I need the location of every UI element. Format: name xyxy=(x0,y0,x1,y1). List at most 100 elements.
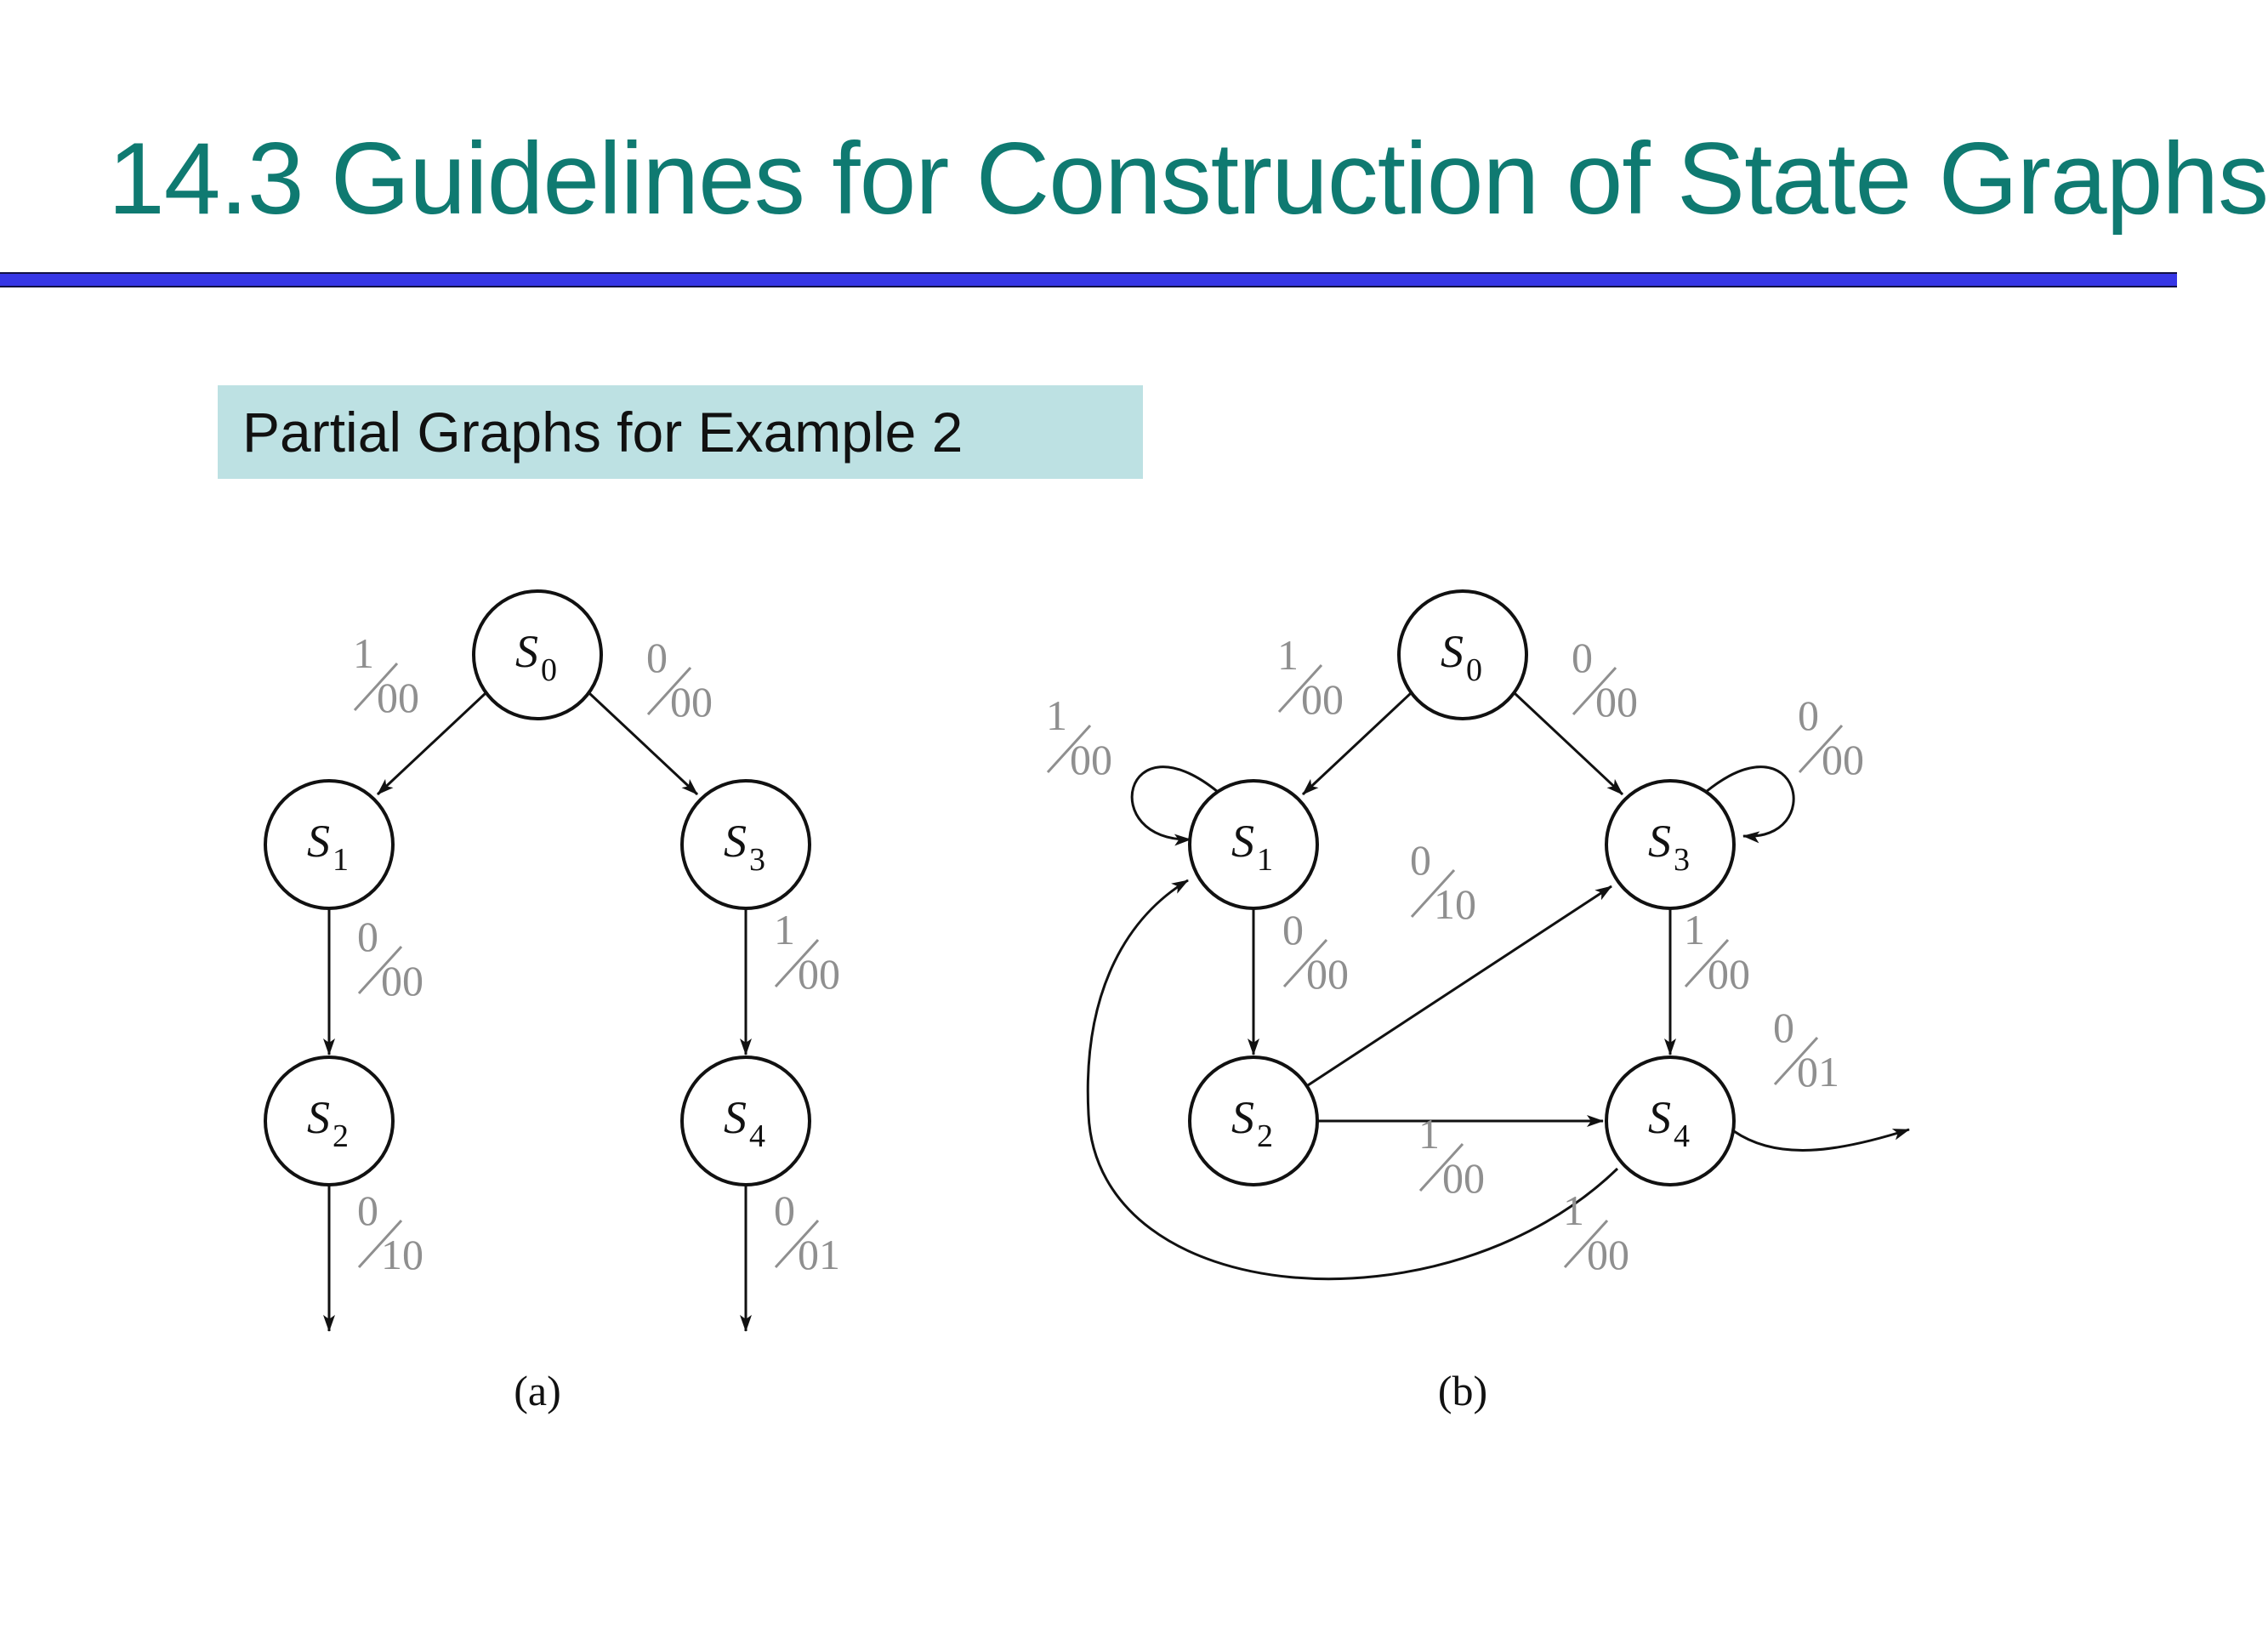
state-circle xyxy=(264,779,395,910)
state-name: S xyxy=(1231,816,1254,867)
input-value: 0 xyxy=(1572,634,1593,681)
state-circle xyxy=(1605,779,1736,910)
io-slash xyxy=(1773,1036,1819,1086)
io-slash xyxy=(774,938,820,988)
state-circle xyxy=(1605,1055,1736,1186)
state-circle xyxy=(472,589,603,720)
transition-arrow-s3-to-s3 xyxy=(1705,765,1795,844)
transition-label-s1-to-s1: 100 xyxy=(1046,691,1112,783)
state-subscript: 2 xyxy=(1257,1118,1273,1154)
output-value: 00 xyxy=(1306,950,1349,998)
io-slash xyxy=(1563,1219,1609,1269)
input-value: 0 xyxy=(774,1186,795,1234)
transition-label-s4-to-s1: 100 xyxy=(1563,1186,1629,1278)
transition-arrow-s4-to-s1 xyxy=(1086,879,1619,1281)
output-value: 00 xyxy=(1708,950,1750,998)
transition-label-s1-to-s2: 000 xyxy=(1282,906,1349,998)
figure-caption: (b) xyxy=(1438,1367,1487,1414)
io-slash xyxy=(1282,938,1328,988)
state-name: S xyxy=(307,816,330,867)
output-value: 00 xyxy=(1822,736,1864,783)
transition-arrow-s2-to-s3 xyxy=(1307,885,1612,1087)
input-value: 0 xyxy=(357,1186,378,1234)
output-value: 00 xyxy=(670,678,713,725)
output-value: 00 xyxy=(377,674,419,721)
io-slash xyxy=(774,1219,820,1269)
transition-label-s3-to-s4: 100 xyxy=(1684,906,1750,998)
output-value: 00 xyxy=(798,950,840,998)
input-value: 0 xyxy=(1798,691,1819,739)
transition-label-s0-to-s1: 100 xyxy=(353,629,419,721)
io-slash xyxy=(646,666,692,716)
output-value: 00 xyxy=(1070,736,1112,783)
state-subscript: 1 xyxy=(333,842,349,878)
transition-label-s3-to-s4: 100 xyxy=(774,906,840,998)
transition-label-s2-out: 010 xyxy=(357,1186,423,1278)
transition-arrow-s4-out xyxy=(1733,1128,1910,1152)
input-value: 0 xyxy=(357,913,378,960)
transition-arrow-s0-to-s1 xyxy=(1301,691,1413,796)
transition-label-s4-out: 001 xyxy=(774,1186,840,1278)
state-circle xyxy=(680,779,811,910)
state-subscript: 3 xyxy=(749,842,765,878)
state-name: S xyxy=(724,1092,747,1143)
transition-label-s0-to-s3: 000 xyxy=(1572,634,1638,725)
transition-arrow-s0-to-s1 xyxy=(376,691,487,796)
io-slash xyxy=(1684,938,1730,988)
io-slash xyxy=(357,945,403,995)
io-slash xyxy=(1410,868,1456,919)
transition-arrow-s1-to-s1 xyxy=(1130,765,1219,846)
output-value: 00 xyxy=(1587,1231,1629,1278)
transition-arrow-s0-to-s3 xyxy=(1513,691,1624,796)
state-circle xyxy=(1188,1055,1319,1186)
io-slash xyxy=(353,662,399,712)
transition-arrow-s0-to-s3 xyxy=(588,691,699,796)
output-value: 00 xyxy=(1442,1154,1485,1202)
output-value: 10 xyxy=(381,1231,423,1278)
state-subscript: 3 xyxy=(1674,842,1690,878)
input-value: 0 xyxy=(1282,906,1304,953)
input-value: 1 xyxy=(1046,691,1067,739)
transition-label-s0-to-s1: 100 xyxy=(1277,631,1344,723)
state-subscript: 0 xyxy=(1466,652,1482,688)
input-value: 0 xyxy=(646,634,668,681)
transition-label-s2-to-s3: 010 xyxy=(1410,836,1476,928)
io-slash xyxy=(1046,724,1092,774)
state-name: S xyxy=(307,1092,330,1143)
io-slash xyxy=(1277,663,1323,714)
state-name: S xyxy=(724,816,747,867)
state-subscript: 4 xyxy=(1674,1118,1690,1154)
state-circle xyxy=(1188,779,1319,910)
output-value: 10 xyxy=(1434,880,1476,928)
state-subscript: 0 xyxy=(541,652,557,688)
state-subscript: 1 xyxy=(1257,842,1273,878)
state-subscript: 4 xyxy=(749,1118,765,1154)
slide: 14.3 Guidelines for Construction of Stat… xyxy=(0,123,2268,1414)
input-value: 1 xyxy=(353,629,374,677)
output-value: 01 xyxy=(798,1231,840,1278)
output-value: 00 xyxy=(1301,675,1344,723)
transition-label-s1-to-s2: 000 xyxy=(357,913,423,1004)
figure-caption: (a) xyxy=(514,1367,561,1414)
input-value: 1 xyxy=(1684,906,1705,953)
state-circle xyxy=(680,1055,811,1186)
state-subscript: 2 xyxy=(333,1118,349,1154)
subtitle-banner: Partial Graphs for Example 2 xyxy=(218,385,1143,479)
state-name: S xyxy=(1648,1092,1671,1143)
transition-label-s0-to-s3: 000 xyxy=(646,634,713,725)
input-value: 0 xyxy=(1773,1004,1794,1051)
transition-label-s3-to-s3: 000 xyxy=(1798,691,1864,783)
state-name: S xyxy=(515,626,538,677)
input-value: 1 xyxy=(1563,1186,1584,1234)
transition-label-s4-out: 001 xyxy=(1773,1004,1839,1095)
